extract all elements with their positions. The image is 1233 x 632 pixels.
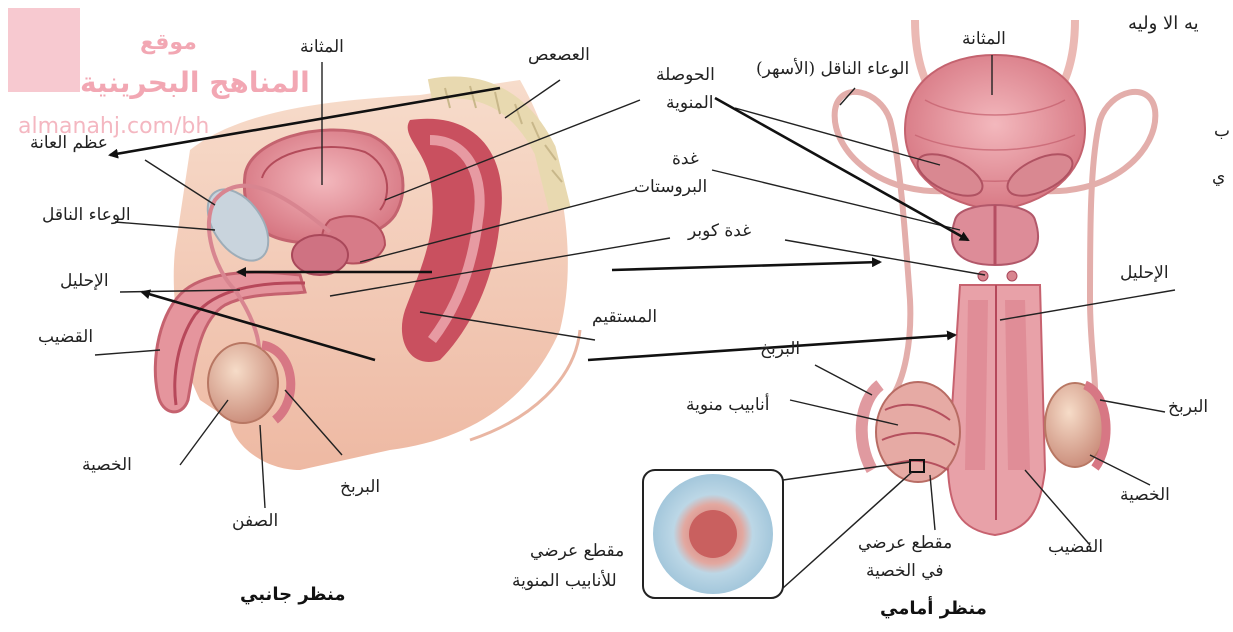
leader-penis — [95, 350, 160, 355]
right-cowper-gland — [1007, 271, 1017, 281]
label-cowper: غدة كوبر — [688, 222, 751, 242]
arrow-cowper-front — [612, 262, 880, 270]
label-front-urethra: الإحليل — [1120, 264, 1169, 284]
label-front-penis: القضيب — [1048, 538, 1103, 558]
corner-text-right-b: ي — [1212, 168, 1225, 188]
corner-text-top-right: يه الا وليه — [1128, 14, 1199, 35]
label-front-epididymis-right: البربخ — [1168, 398, 1208, 418]
tubule-lumen — [689, 510, 737, 558]
leader-front-epididymis-right — [1100, 400, 1165, 412]
leader-testis — [180, 400, 228, 465]
label-testis-section-line1: مقطع عرضي — [858, 534, 952, 554]
leader-front-epididymis-left — [815, 365, 872, 395]
label-front-testis: الخصية — [1120, 486, 1170, 506]
label-side-bladder: المثانة — [300, 38, 344, 58]
corner-text-right-a: ب — [1214, 122, 1230, 142]
label-side-scrotum: الصفن — [232, 512, 278, 532]
label-front-epididymis-left: البربخ — [760, 340, 800, 360]
watermark-logo-block — [8, 8, 80, 92]
title-front-view: منظر أمامي — [880, 598, 987, 619]
label-side-rectum: المستقيم — [592, 308, 657, 328]
title-side-view: منظر جانبي — [240, 584, 346, 605]
label-side-pubic-bone: عظم العانة — [30, 134, 108, 154]
label-tubule-section-line1: مقطع عرضي — [530, 542, 624, 562]
label-testis-section-line2: في الخصية — [866, 562, 944, 582]
label-seminal-vesicle-line2: المنوية — [666, 94, 714, 114]
testis-section-shape — [876, 382, 960, 482]
left-cowper-gland — [978, 271, 988, 281]
label-front-tubules: أنابيب منوية — [686, 396, 769, 416]
watermark-site-name: المناهج البحرينية — [80, 66, 310, 99]
leader-front-testis-section — [930, 475, 935, 530]
label-seminal-vesicle-line1: الحوصلة — [656, 66, 715, 86]
label-prostate-line2: البروستات — [634, 178, 707, 198]
label-side-coccyx: العصعص — [528, 46, 590, 66]
testis-shape — [208, 343, 278, 423]
label-front-bladder: المثانة — [962, 30, 1006, 50]
label-side-vas-deferens: الوعاء الناقل — [42, 206, 131, 226]
label-side-urethra: الإحليل — [60, 272, 109, 292]
label-tubule-section-line2: للأنابيب المنوية — [512, 572, 617, 592]
label-side-epididymis: البربخ — [340, 478, 380, 498]
label-side-testis: الخصية — [82, 456, 132, 476]
label-prostate-line1: غدة — [672, 150, 699, 170]
front-view-figure — [835, 20, 1156, 535]
front-bladder-shape — [905, 55, 1085, 210]
prostate-shape — [292, 235, 348, 275]
label-front-vas-deferens: الوعاء الناقل (الأسهر) — [756, 60, 909, 80]
watermark-site-word: موقع — [140, 30, 197, 55]
corpus-left — [965, 300, 988, 470]
label-side-penis: القضيب — [38, 328, 93, 348]
